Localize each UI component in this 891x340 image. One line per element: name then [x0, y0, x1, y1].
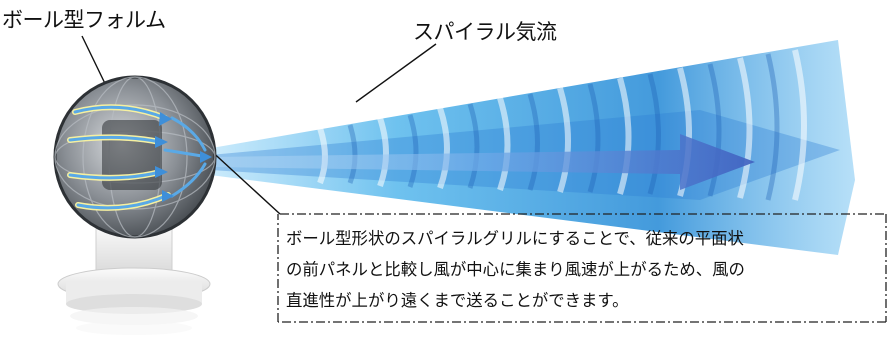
spiral-airflow-leader-line [355, 43, 437, 103]
callout-line-1: ボール型形状のスパイラルグリルにすることで、従来の平面状 [286, 229, 744, 248]
callout-leader-line [206, 146, 281, 215]
internal-airflow-arrows [67, 104, 212, 211]
airflow-direction-arrow [215, 134, 755, 190]
ball-form-label: ボール型フォルム [2, 8, 166, 32]
callout-line-2: の前パネルと比較し風が中心に集まり風速が上がるため、風の [286, 260, 745, 279]
fan-stand [57, 223, 211, 335]
ball-fan-head [53, 75, 217, 239]
spiral-airflow-label: スパイラル気流 [413, 20, 557, 44]
callout-line-3: 直進性が上がり遠くまで送ることができます。 [286, 291, 629, 310]
callout-text: ボール型形状のスパイラルグリルにすることで、従来の平面状 の前パネルと比較し風が… [286, 223, 880, 316]
description-callout: ボール型形状のスパイラルグリルにすることで、従来の平面状 の前パネルと比較し風が… [276, 211, 888, 325]
callout-frame [277, 213, 887, 323]
